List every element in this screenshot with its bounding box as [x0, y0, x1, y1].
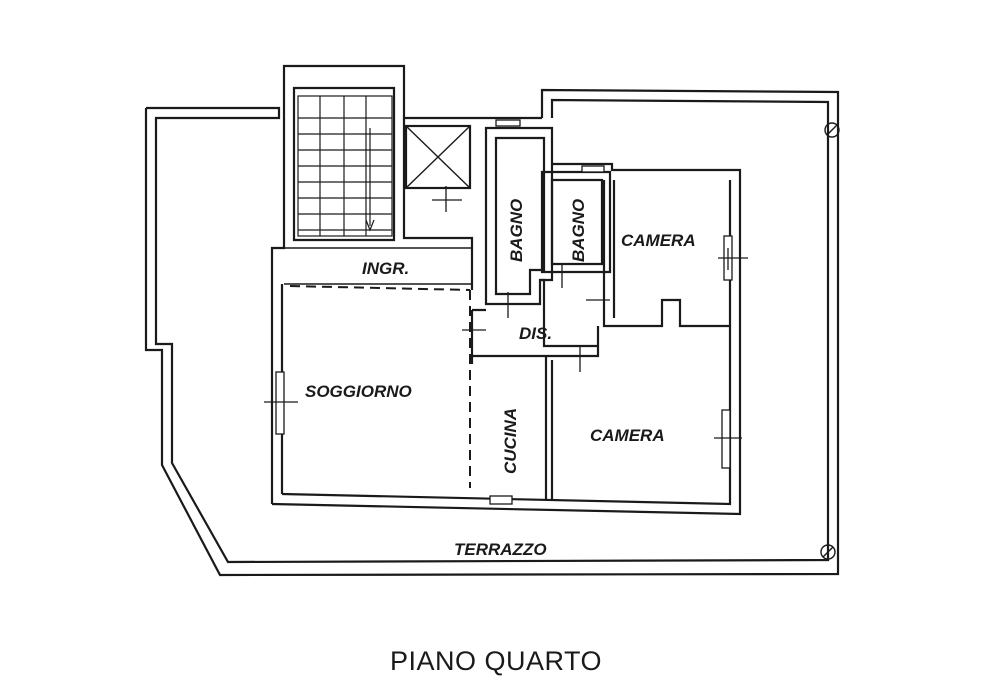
- room-label-bagno-2: BAGNO: [569, 199, 588, 262]
- drain-symbol-top: [824, 122, 840, 138]
- building-walls: [270, 64, 742, 516]
- elevator-shaft: [404, 124, 472, 212]
- room-label-ingresso: INGR.: [362, 259, 409, 278]
- room-label-soggiorno: SOGGIORNO: [305, 382, 412, 401]
- room-label-terrazzo: TERRAZZO: [454, 540, 547, 559]
- room-label-disimpegno: DIS.: [519, 324, 552, 343]
- drain-symbol-bottom: [820, 544, 836, 560]
- bedroom-2-windows: [714, 409, 742, 469]
- terrace-boundary: [144, 88, 840, 577]
- room-label-cucina: CUCINA: [501, 408, 520, 474]
- bathroom-2-walls: [540, 165, 612, 274]
- bedroom-1-walls: [602, 180, 748, 328]
- kitchen-walls: [469, 290, 554, 505]
- room-label-camera-2: CAMERA: [590, 426, 665, 445]
- floor-caption: PIANO QUARTO: [389, 646, 603, 676]
- entrance-boundary: [289, 285, 471, 291]
- living-room-window: [264, 371, 298, 435]
- room-label-bagno-1: BAGNO: [507, 199, 526, 262]
- staircase: [297, 95, 393, 237]
- corridor-walls: [462, 264, 610, 372]
- room-label-camera-1: CAMERA: [621, 231, 696, 250]
